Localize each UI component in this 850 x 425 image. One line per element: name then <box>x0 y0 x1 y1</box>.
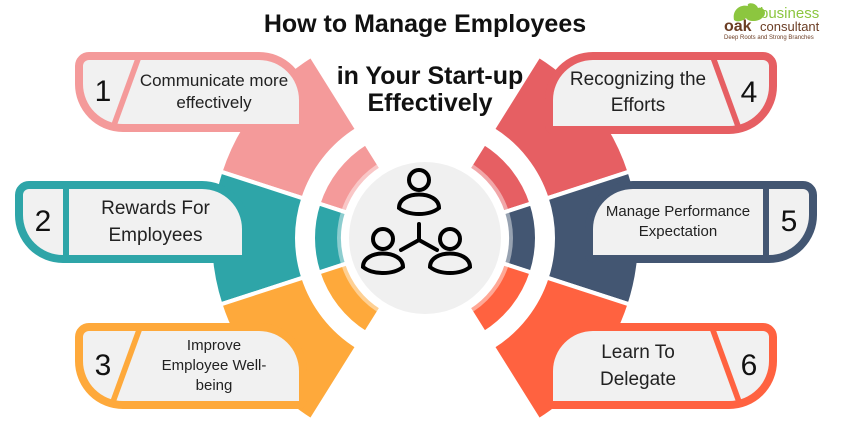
inner-segment-3 <box>315 260 385 336</box>
step-number: 4 <box>740 76 758 109</box>
step-text: Communicate more effectively <box>139 71 289 112</box>
inner-segment-2 <box>311 200 350 276</box>
center-circle <box>349 162 501 314</box>
team-network-icon <box>360 168 473 275</box>
logo: oak business consultant Deep Roots and S… <box>722 2 847 44</box>
step-text: Recognizing the Efforts <box>569 69 707 116</box>
step-number: 2 <box>34 205 52 238</box>
step-card-5: Manage Performance Expectation 5 <box>585 181 817 263</box>
step-number: 1 <box>94 75 112 108</box>
step-text: Rewards For Employees <box>101 198 210 246</box>
step-number: 6 <box>740 349 758 382</box>
logo-line1: business <box>760 5 820 22</box>
oak-leaf-icon <box>733 3 765 22</box>
title-line-1: How to Manage Employees <box>263 10 587 38</box>
inner-segment-1 <box>315 140 385 216</box>
step-card-4: Recognizing the Efforts 4 <box>545 52 777 134</box>
step-number: 5 <box>780 205 798 238</box>
step-card-2: 2 Rewards For Employees <box>15 181 250 263</box>
inner-segment-6 <box>465 260 535 336</box>
title-line-3: Effectively <box>367 89 493 117</box>
step-card-6: Learn To Delegate 6 <box>545 323 777 409</box>
step-number: 3 <box>94 349 112 382</box>
step-text: Manage Performance Expectation <box>605 203 751 240</box>
step-text: Learn To Delegate <box>599 342 677 390</box>
step-card-1: 1 Communicate more effectively <box>75 52 307 132</box>
step-text: Improve Employee Well-being <box>161 337 267 394</box>
logo-brand: oak <box>724 18 752 35</box>
logo-line2: consultant <box>760 19 820 34</box>
title-line-2: in Your Start-up <box>336 62 524 90</box>
logo-tagline: Deep Roots and Strong Branches <box>724 35 814 41</box>
step-card-3: 3 Improve Employee Well-being <box>75 323 307 409</box>
